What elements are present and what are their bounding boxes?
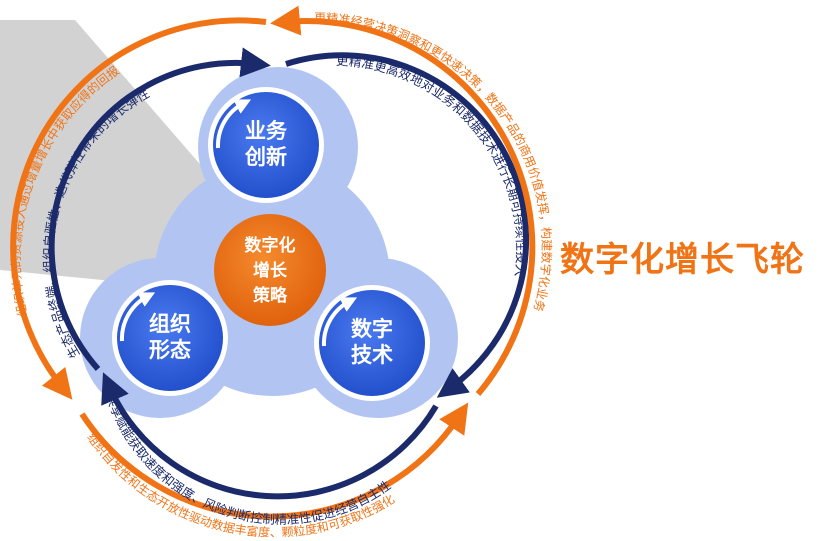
center-line3: 策略 [253, 285, 288, 306]
cycle-arrow-icon [119, 292, 156, 342]
center-strategy: 数字化 增长 策略 [214, 214, 326, 326]
node-business-line1: 业务 [245, 119, 288, 143]
inner-ring [48, 47, 530, 500]
outer-ring [10, 5, 536, 520]
flywheel-title: 数字化增长飞轮 [560, 240, 805, 280]
cycle-arrow-icon [215, 99, 252, 149]
center-line1: 数字化 [245, 235, 296, 256]
node-business-line2: 创新 [244, 145, 287, 169]
node-org-line1: 组织 [149, 312, 191, 336]
center-line2: 增长 [253, 260, 288, 281]
node-org-line2: 形态 [149, 338, 191, 362]
node-digital-tech: 数字 技术 [314, 285, 430, 401]
node-tech-line1: 数字 [351, 317, 393, 341]
node-organization-form: 组织 形态 [112, 280, 228, 396]
cycle-arrow-icon [321, 297, 358, 347]
node-tech-line2: 技术 [351, 343, 393, 367]
node-business-innovation: 业务 创新 [208, 87, 324, 203]
